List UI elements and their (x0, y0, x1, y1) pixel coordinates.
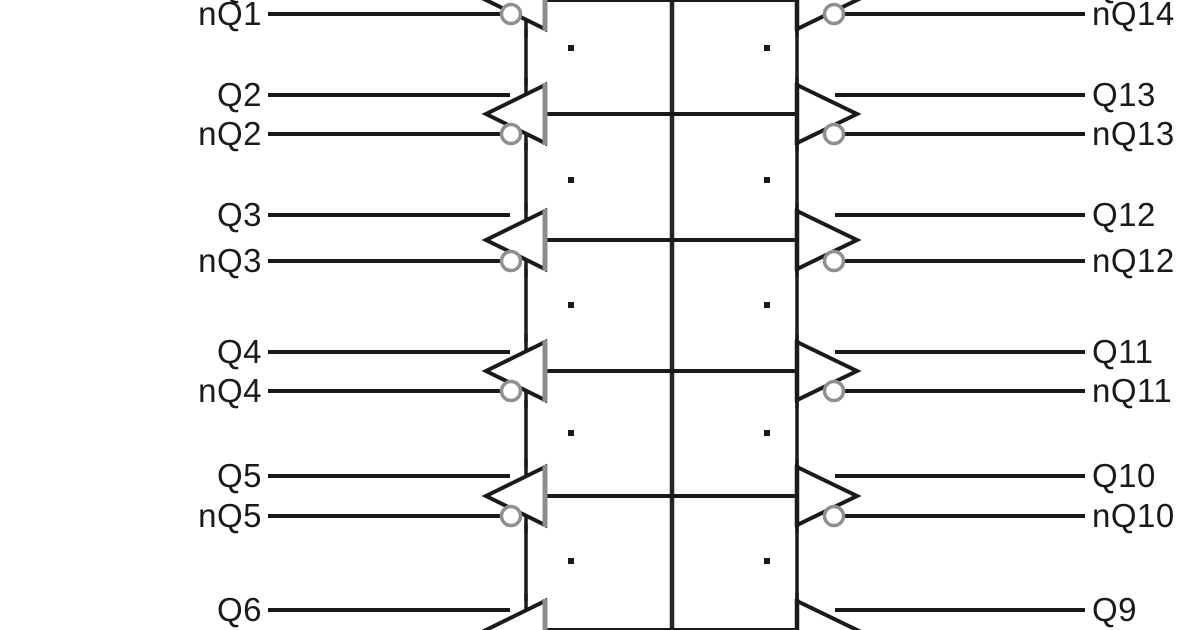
label-layer: Q1nQ1Q14nQ14Q2nQ2Q13nQ13Q3nQ3Q12nQ12Q4nQ… (198, 0, 1175, 628)
output-label-true: Q10 (1092, 457, 1156, 494)
input-label-true: Q3 (217, 196, 262, 233)
input-label-complement: nQ4 (198, 372, 262, 409)
input-label-true: Q5 (217, 457, 262, 494)
input-label-true: Q2 (217, 76, 262, 113)
output-label-true: Q14 (1092, 0, 1156, 4)
right-gate-inverting-bubble (822, 249, 846, 273)
output-label-complement: nQ10 (1092, 497, 1175, 534)
input-label-complement: nQ2 (198, 115, 262, 152)
ellipsis-layer (568, 45, 770, 564)
wire-layer (268, 0, 1085, 630)
input-label-true: Q6 (217, 591, 262, 628)
output-label-complement: nQ11 (1092, 372, 1172, 409)
input-label-complement: nQ3 (198, 242, 262, 279)
left-gate-inverting-bubble (499, 122, 523, 146)
right-gate-inverting-bubble (822, 504, 846, 528)
output-label-true: Q13 (1092, 76, 1156, 113)
right-buffer-gate (795, 597, 862, 630)
ellipsis-dot (568, 177, 574, 183)
ellipsis-dot (568, 302, 574, 308)
output-label-true: Q11 (1092, 333, 1153, 370)
input-label-complement: nQ1 (198, 0, 262, 32)
left-buffer-gate (481, 597, 547, 630)
left-gate-inverting-bubble (499, 504, 523, 528)
left-gate-inverting-bubble (499, 249, 523, 273)
output-label-complement: nQ13 (1092, 115, 1175, 152)
ellipsis-dot (764, 430, 770, 436)
input-label-complement: nQ5 (198, 497, 262, 534)
ellipsis-dot (568, 558, 574, 564)
ellipsis-dot (764, 177, 770, 183)
input-label-true: Q1 (217, 0, 262, 4)
output-label-complement: nQ14 (1092, 0, 1175, 32)
left-gate-inverting-bubble (499, 379, 523, 403)
ellipsis-dot (764, 558, 770, 564)
ellipsis-dot (764, 45, 770, 51)
output-label-true: Q9 (1092, 591, 1137, 628)
left-gate-inverting-bubble (499, 2, 523, 26)
right-gate-inverting-bubble (822, 379, 846, 403)
right-gate-inverting-bubble (822, 2, 846, 26)
right-gate-inverting-bubble (822, 122, 846, 146)
input-label-true: Q4 (217, 333, 262, 370)
ellipsis-dot (568, 45, 574, 51)
output-label-true: Q12 (1092, 196, 1156, 233)
ellipsis-dot (764, 302, 770, 308)
gate-layer (481, 0, 862, 630)
output-label-complement: nQ12 (1092, 242, 1175, 279)
ellipsis-dot (568, 430, 574, 436)
